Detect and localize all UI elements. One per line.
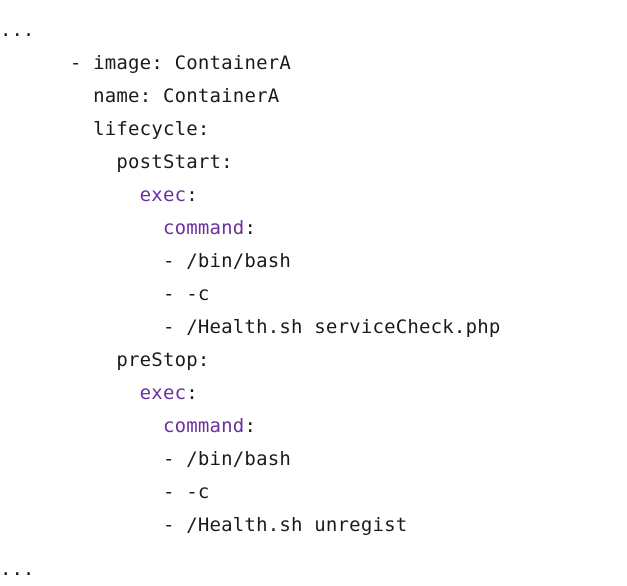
yaml-colon: : xyxy=(186,184,198,206)
line-indent xyxy=(0,179,140,212)
yaml-key: name xyxy=(93,85,140,107)
yaml-code-block: ... - image: ContainerA name: ContainerA… xyxy=(0,19,500,580)
line-poststart-arg-3: - /Health.sh serviceCheck.php xyxy=(0,311,627,344)
line-indent xyxy=(0,443,163,476)
yaml-value: -c xyxy=(186,481,210,503)
yaml-colon: : xyxy=(139,85,163,107)
yaml-value: /Health.sh serviceCheck.php xyxy=(186,316,501,338)
list-dash: - xyxy=(162,283,187,305)
line-indent xyxy=(0,410,163,443)
yaml-colon: : xyxy=(151,52,175,74)
yaml-colon: : xyxy=(244,415,257,437)
line-indent xyxy=(0,377,140,410)
yaml-colon: : xyxy=(197,118,210,140)
line-poststart: postStart: xyxy=(0,146,627,179)
line-poststart-command: command: xyxy=(0,212,627,245)
yaml-colon: : xyxy=(186,382,198,404)
yaml-value: /Health.sh unregist xyxy=(186,514,408,536)
line-indent xyxy=(0,245,163,278)
line-prestop-arg-2: - -c xyxy=(0,476,627,509)
line-indent xyxy=(0,476,163,509)
bottom-spacer xyxy=(0,542,627,553)
list-dash: - xyxy=(162,514,187,536)
yaml-key: lifecycle xyxy=(93,118,198,140)
line-indent xyxy=(0,311,163,344)
yaml-key: exec xyxy=(139,184,187,206)
list-dash: - xyxy=(162,250,187,272)
list-dash: - xyxy=(162,316,187,338)
yaml-colon: : xyxy=(244,217,257,239)
line-prestop-arg-3: - /Health.sh unregist xyxy=(0,509,627,542)
line-poststart-arg-1: - /bin/bash xyxy=(0,245,627,278)
line-indent xyxy=(0,278,163,311)
yaml-value: ContainerA xyxy=(162,85,280,107)
yaml-key: image xyxy=(93,52,152,74)
line-indent xyxy=(0,113,93,146)
yaml-value: /bin/bash xyxy=(186,250,291,272)
yaml-key: preStop xyxy=(116,349,198,371)
line-name: name: ContainerA xyxy=(0,80,627,113)
line-indent xyxy=(0,509,163,542)
line-indent xyxy=(0,344,116,377)
trailing-ellipsis: ... xyxy=(0,558,35,580)
yaml-key: exec xyxy=(139,382,187,404)
line-indent xyxy=(0,47,70,80)
line-poststart-arg-2: - -c xyxy=(0,278,627,311)
line-prestop: preStop: xyxy=(0,344,627,377)
yaml-value: ContainerA xyxy=(174,52,291,74)
leading-ellipsis: ... xyxy=(0,19,35,41)
line-image: - image: ContainerA xyxy=(0,47,627,80)
line-indent xyxy=(0,146,116,179)
line-prestop-exec: exec: xyxy=(0,377,627,410)
yaml-colon: : xyxy=(221,151,233,173)
list-dash: - xyxy=(162,448,187,470)
line-indent xyxy=(0,80,93,113)
line-lifecycle: lifecycle: xyxy=(0,113,627,146)
yaml-colon: : xyxy=(197,349,210,371)
line-prestop-arg-1: - /bin/bash xyxy=(0,443,627,476)
line-prestop-command: command: xyxy=(0,410,627,443)
yaml-key: command xyxy=(162,415,245,437)
code-line-list: - image: ContainerA name: ContainerA lif… xyxy=(0,47,627,542)
yaml-value: -c xyxy=(186,283,210,305)
yaml-value: /bin/bash xyxy=(186,448,291,470)
line-poststart-exec: exec: xyxy=(0,179,627,212)
yaml-key: postStart xyxy=(116,151,222,173)
yaml-key: command xyxy=(162,217,245,239)
list-dash: - xyxy=(69,52,94,74)
line-indent xyxy=(0,212,163,245)
list-dash: - xyxy=(162,481,187,503)
